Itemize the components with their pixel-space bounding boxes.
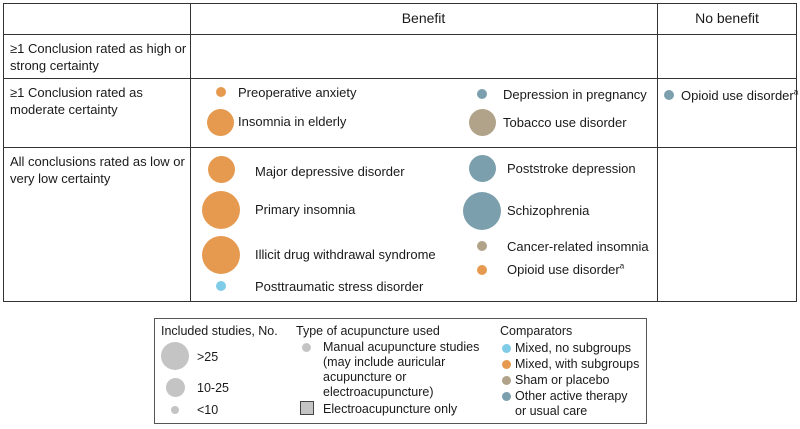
mixed-no-subgroups-label: Mixed, no subgroups (515, 341, 632, 355)
depression-pregnancy-bubble (477, 89, 487, 99)
ptsd-bubble (216, 281, 226, 291)
insomnia-elderly-label: Insomnia in elderly (238, 114, 347, 129)
other-active-label-2: or usual care (515, 404, 588, 418)
tobacco-use-label: Tobacco use disorder (503, 115, 627, 130)
manual-acupuncture-label-1: Manual acupuncture studies (323, 340, 480, 354)
row-label-moderate-certainty: ≥1 Conclusion rated as moderate certaint… (10, 85, 143, 117)
major-depressive-bubble (208, 156, 235, 183)
table-left-border (3, 3, 4, 302)
primary-insomnia-label: Primary insomnia (255, 202, 356, 217)
size-large-bubble (161, 342, 189, 370)
size-medium-bubble (166, 378, 185, 397)
footnote-marker: a (793, 87, 799, 97)
row-label-high-certainty: ≥1 Conclusion rated as high or strong ce… (10, 41, 187, 73)
legend-box: Included studies, No. >25 10-25 <10 Type… (154, 318, 647, 424)
benefit-column-divider (657, 3, 658, 302)
size-medium-label: 10-25 (197, 381, 229, 395)
table-top-border (3, 3, 797, 4)
poststroke-label: Poststroke depression (507, 161, 636, 176)
ptsd-label: Posttraumatic stress disorder (255, 279, 424, 294)
electroacupuncture-label: Electroacupuncture only (323, 402, 458, 416)
illicit-drug-bubble (202, 236, 240, 274)
opioid-benefit-bubble (477, 265, 487, 275)
row-divider-1 (3, 78, 797, 79)
schizophrenia-bubble (463, 192, 501, 230)
preoperative-anxiety-bubble (216, 87, 226, 97)
sham-placebo-label: Sham or placebo (515, 373, 610, 387)
table-right-border (796, 3, 797, 302)
opioid-no-benefit-bubble (664, 90, 674, 100)
manual-acupuncture-label-4: electroacupuncture) (323, 385, 434, 399)
electroacupuncture-marker (300, 401, 314, 415)
opioid-benefit-label: Opioid use disordera (507, 261, 625, 277)
no-benefit-column-header: No benefit (695, 10, 759, 26)
manual-acupuncture-marker (302, 343, 311, 352)
cancer-insomnia-label: Cancer-related insomnia (507, 239, 649, 254)
label-column-divider (190, 3, 191, 302)
header-row-divider (3, 34, 797, 35)
table-bottom-border (3, 301, 797, 302)
mixed-with-subgroups-marker (502, 360, 511, 369)
primary-insomnia-bubble (202, 191, 240, 229)
size-small-label: <10 (197, 403, 219, 417)
benefit-column-header: Benefit (401, 10, 446, 26)
legend-comparators-title: Comparators (500, 324, 573, 338)
sham-placebo-marker (502, 376, 511, 385)
mixed-with-subgroups-label: Mixed, with subgroups (515, 357, 640, 371)
row-divider-2 (3, 147, 797, 148)
opioid-no-benefit-label: Opioid use disordera (681, 87, 799, 103)
other-active-label-1: Other active therapy (515, 389, 628, 403)
tobacco-use-bubble (469, 109, 496, 136)
illicit-drug-label: Illicit drug withdrawal syndrome (255, 247, 436, 262)
legend-type-title: Type of acupuncture used (296, 324, 440, 338)
depression-pregnancy-label: Depression in pregnancy (503, 87, 647, 102)
mixed-no-subgroups-marker (502, 344, 511, 353)
insomnia-elderly-bubble (207, 109, 234, 136)
poststroke-bubble (469, 155, 496, 182)
row-label-low-certainty: All conclusions rated as low or very low… (10, 154, 185, 186)
other-active-marker (502, 392, 511, 401)
preoperative-anxiety-label: Preoperative anxiety (238, 85, 357, 100)
major-depressive-label: Major depressive disorder (255, 164, 405, 179)
size-large-label: >25 (197, 350, 219, 364)
manual-acupuncture-label-3: acupuncture or (323, 370, 407, 384)
legend-studies-title: Included studies, No. (161, 324, 278, 338)
manual-acupuncture-label-2: (may include auricular (323, 355, 446, 369)
footnote-marker: a (619, 261, 625, 271)
cancer-insomnia-bubble (477, 241, 487, 251)
size-small-bubble (171, 406, 179, 414)
schizophrenia-label: Schizophrenia (507, 203, 590, 218)
